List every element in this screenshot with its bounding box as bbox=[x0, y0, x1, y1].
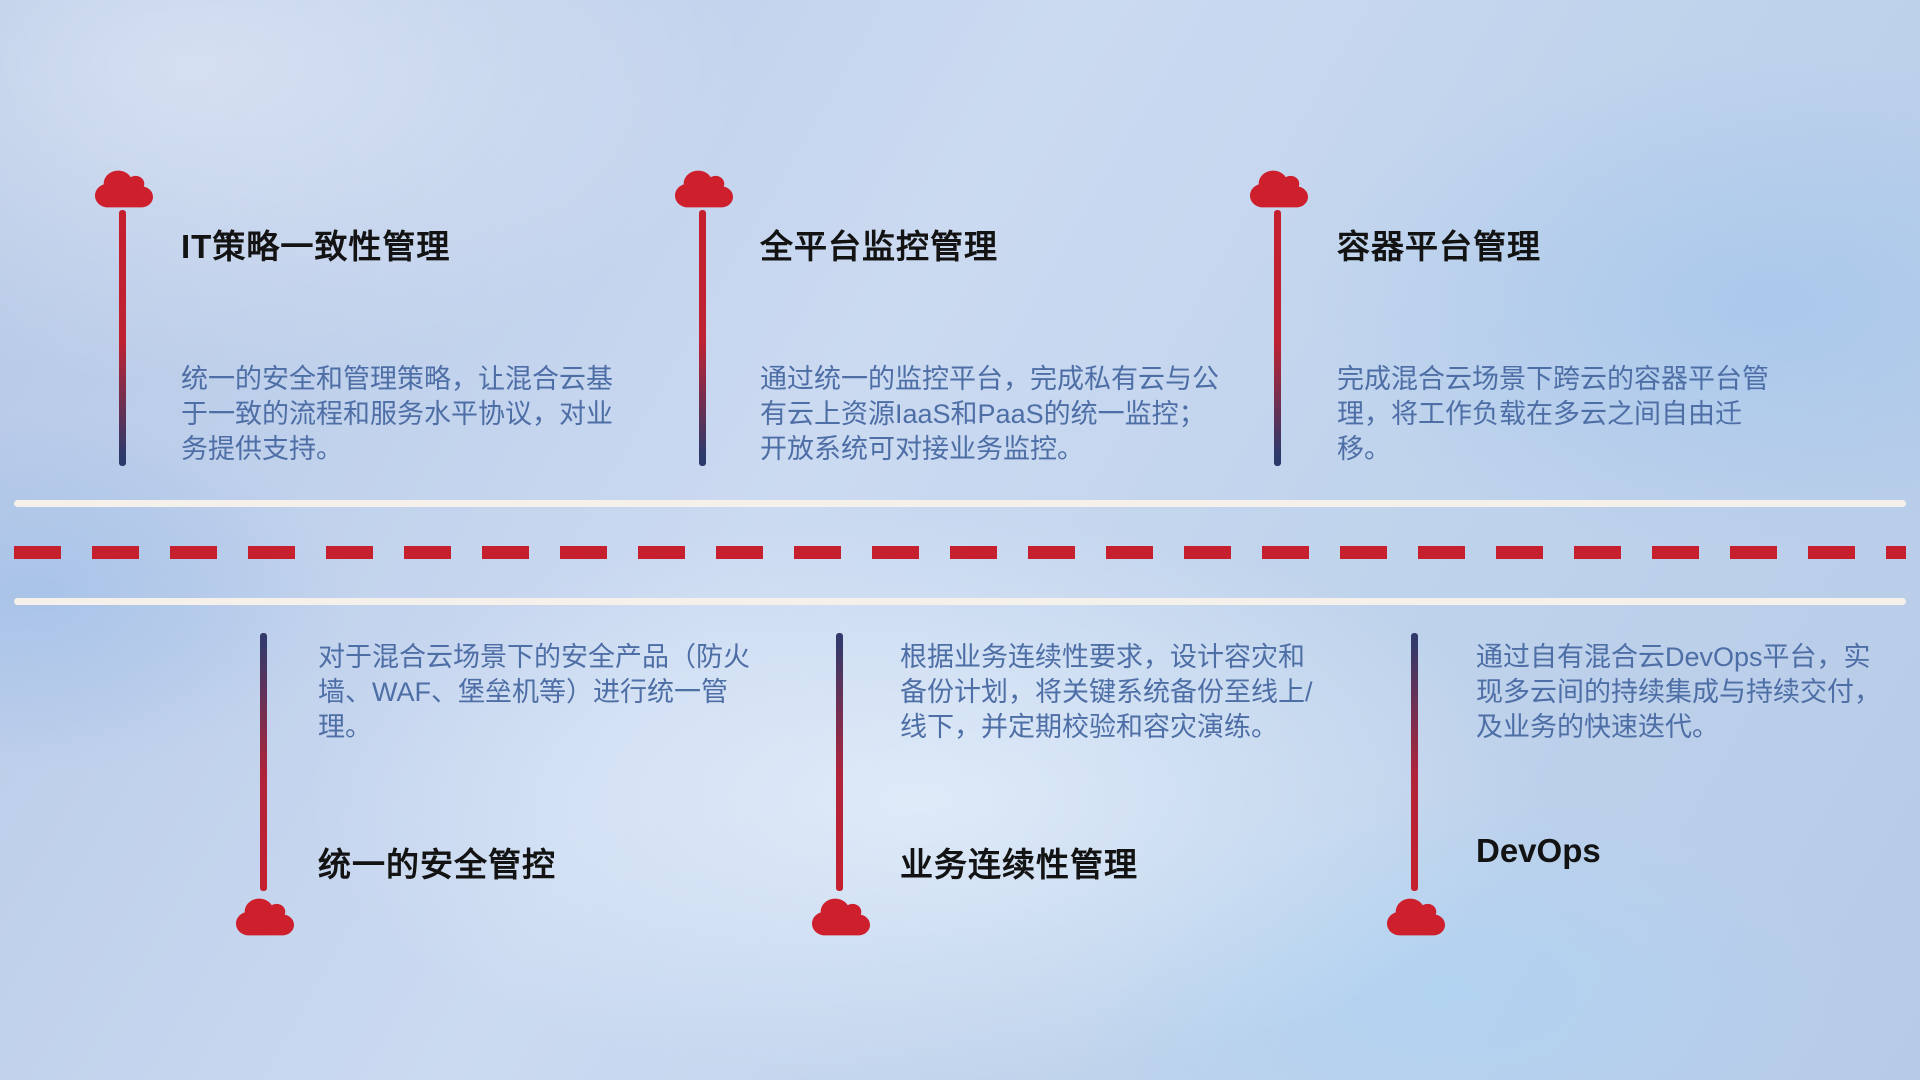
item-description: 完成混合云场景下跨云的容器平台管理，将工作负载在多云之间自由迁移。 bbox=[1337, 364, 1769, 464]
item-title: 统一的安全管控 bbox=[318, 846, 556, 883]
road-dashed-centerline bbox=[14, 546, 1906, 559]
connector-line bbox=[1274, 210, 1281, 466]
connector-line bbox=[699, 210, 706, 466]
item-description: 通过自有混合云DevOps平台，实现多云间的持续集成与持续交付，及业务的快速迭代… bbox=[1476, 642, 1881, 742]
connector-line bbox=[119, 210, 126, 466]
road-line-bottom bbox=[14, 598, 1906, 605]
cloud-icon bbox=[812, 896, 870, 938]
item-title: 业务连续性管理 bbox=[900, 846, 1138, 883]
connector-line bbox=[260, 633, 267, 891]
item-title: 容器平台管理 bbox=[1337, 228, 1541, 265]
road-line-top bbox=[14, 500, 1906, 507]
item-title: DevOps bbox=[1476, 832, 1601, 869]
item-description: 根据业务连续性要求，设计容灾和备份计划，将关键系统备份至线上/线下，并定期校验和… bbox=[900, 642, 1313, 742]
connector-line bbox=[836, 633, 843, 891]
item-description: 统一的安全和管理策略，让混合云基于一致的流程和服务水平协议，对业务提供支持。 bbox=[181, 364, 613, 464]
item-title: IT策略一致性管理 bbox=[181, 228, 451, 265]
cloud-icon bbox=[675, 168, 733, 210]
cloud-icon bbox=[95, 168, 153, 210]
cloud-icon bbox=[1387, 896, 1445, 938]
item-description: 通过统一的监控平台，完成私有云与公有云上资源IaaS和PaaS的统一监控；开放系… bbox=[760, 364, 1219, 464]
cloud-icon bbox=[236, 896, 294, 938]
item-description: 对于混合云场景下的安全产品（防火墙、WAF、堡垒机等）进行统一管理。 bbox=[318, 642, 750, 742]
cloud-icon bbox=[1250, 168, 1308, 210]
connector-line bbox=[1411, 633, 1418, 891]
item-title: 全平台监控管理 bbox=[760, 228, 998, 265]
